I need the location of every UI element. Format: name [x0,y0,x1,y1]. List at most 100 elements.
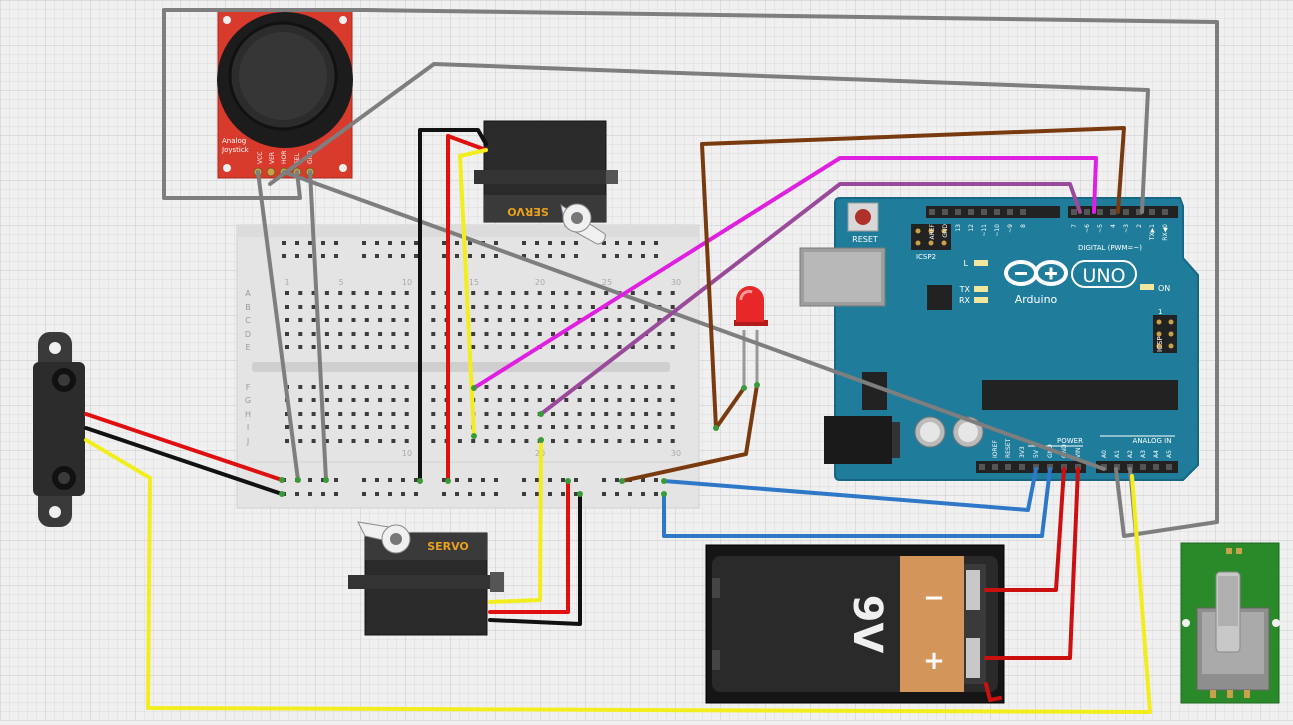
servo-top[interactable]: SERVO [474,120,618,245]
digital-pin [955,209,961,215]
breadboard-hole [404,332,409,336]
breadboard-hole [391,425,396,429]
rail-hole [295,492,299,496]
battery-9v[interactable]: 9V − + [705,544,1005,704]
digital-pin [981,209,987,215]
rail-hole [548,241,552,245]
breadboard-hole [338,425,343,429]
reset-button[interactable] [847,202,879,232]
wire-red-battery-loop [984,682,1002,702]
breadboard-hole [484,332,489,336]
breadboard-hole [577,385,582,389]
ir-distance-sensor[interactable] [33,332,85,527]
breadboard-hole [364,318,369,322]
breadboard-hole [577,412,582,416]
rail-hole [574,478,578,482]
digital-pin [968,209,974,215]
digital-pin-label: 7 [1071,224,1078,228]
breadboard-hole [351,439,356,443]
rail-hole [481,254,485,258]
servo-top-label: SERVO [507,205,549,218]
breadboard-hole [431,412,436,416]
breadboard-hole [324,318,329,322]
breadboard-hole [511,345,516,349]
breadboard-hole [564,305,569,309]
breadboard-hole [670,318,675,322]
rail-hole [442,254,446,258]
breadboard-hole [630,385,635,389]
rail-hole [282,254,286,258]
breadboard-hole [590,398,595,402]
breadboard-hole [617,332,622,336]
rail-hole [308,492,312,496]
digital-pin-label: ~3 [1123,224,1130,233]
breadboard-hole [511,412,516,416]
wire-black-servo-bottom [488,492,582,626]
breadboard-hole [404,318,409,322]
wire-red-servo-top-lead [446,134,488,152]
analog-joystick-module[interactable]: Analog Joystick VCC VER HOR SEL GND [217,9,353,179]
breadboard-hole [657,412,662,416]
breadboard-hole [644,305,649,309]
breadboard-hole [511,439,516,443]
breadboard-hole [298,345,303,349]
breadboard-hole [285,425,289,429]
rail-hole [375,254,379,258]
rail-hole [548,478,552,482]
breadboard-hole [524,385,529,389]
breadboard-hole [564,425,569,429]
power-pin [1005,464,1011,470]
wire-gray-gnd-to-rail [308,170,328,482]
breadboard-hole [630,305,635,309]
digital-pin-label: GND [942,224,949,238]
breadboard-hole [285,318,289,322]
breadboard-hole [524,412,529,416]
digital-pin [994,209,1000,215]
digital-pin-label: 2 [1136,224,1143,228]
breadboard-hole [577,291,582,295]
breadboard-hole [604,291,609,295]
breadboard-hole [471,291,476,295]
power-pin [1061,464,1067,470]
breadboard-hole [298,318,303,322]
potentiometer-module[interactable] [1180,542,1280,704]
digital-pin [1071,209,1077,215]
breadboard-hole [298,439,303,443]
wire-blue-5v [662,467,1038,512]
breadboard-hole [484,425,489,429]
breadboard-hole [670,385,675,389]
breadboard-hole [524,332,529,336]
rail-hole [602,492,606,496]
breadboard-hole [324,332,329,336]
rail-hole [574,241,578,245]
rail-hole [522,492,526,496]
analog-pin [1153,464,1159,470]
row-C: C [245,316,251,325]
breadboard-col-10: 10 [402,278,412,287]
wire-gray-joystick-loop [162,8,302,200]
breadboard-hole [564,385,569,389]
breadboard-hole [338,439,343,443]
servo-bottom[interactable]: SERVO [348,521,504,636]
row-B: B [245,303,251,312]
breadboard-hole [431,305,436,309]
breadboard-hole [590,385,595,389]
breadboard-hole [630,439,635,443]
breadboard-hole [497,385,502,389]
wire-gray-vcc-to-rail [256,170,300,482]
power-pin [1019,464,1025,470]
breadboard: 1 5 10 15 20 25 30 10 20 30 A B C D E F … [236,224,700,509]
breadboard-hole [457,425,462,429]
breadboard-hole [391,398,396,402]
breadboard-hole [497,332,502,336]
breadboard-hole [551,332,555,336]
rail-hole [282,241,286,245]
breadboard-hole [630,291,635,295]
breadboard-hole [391,439,396,443]
rail-hole [615,478,619,482]
breadboard-hole [670,332,675,336]
breadboard-hole [657,332,662,336]
breadboard-hole [524,425,529,429]
breadboard-hole [351,425,356,429]
